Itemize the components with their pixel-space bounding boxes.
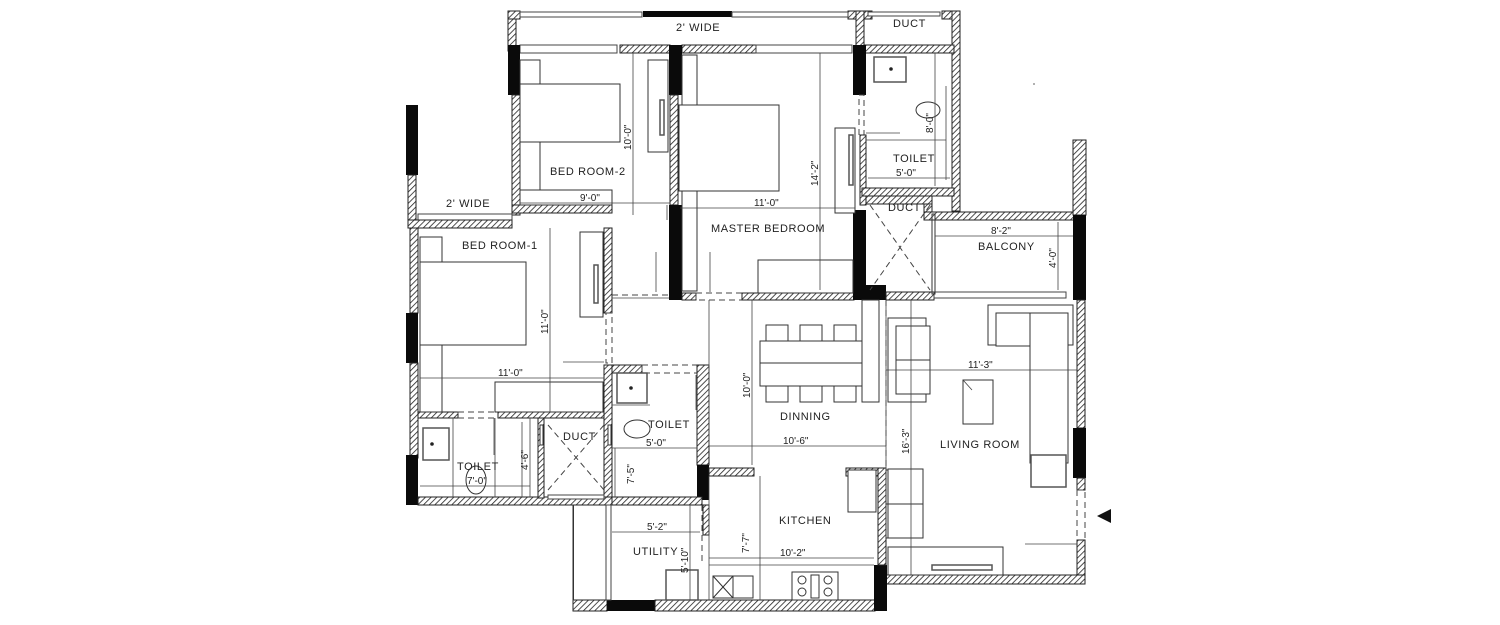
room-labels: 2' WIDE DUCT BED ROOM-2 TOILET DUCT 2' W… (446, 18, 1035, 558)
dim-bedroom1-length: 11'-0" (540, 309, 551, 334)
dimension-labels: 10'-0" 9'-0" 11'-0" 14'-2" 8'-0" 5'-0" 1… (467, 113, 1059, 573)
dim-balcony-length: 4'-0" (1048, 248, 1059, 268)
dim-toilet-master-width: 5'-0" (896, 168, 916, 179)
dim-bedroom1-width: 11'-0" (498, 368, 523, 379)
dim-toilet-common-length: 7'-5" (626, 464, 637, 484)
dim-bedroom2-length: 10'-0" (623, 124, 634, 150)
label-ledge-top: 2' WIDE (676, 22, 720, 34)
dim-toilet-common-width: 5'-0" (646, 438, 666, 449)
triangle-left-icon (1097, 509, 1111, 523)
dim-toilet-bed1-length: 4'-6" (520, 450, 531, 470)
label-duct-bottom: DUCT (563, 431, 596, 443)
dim-dining-length: 10'-0" (742, 372, 753, 398)
dim-toilet-bed1-width: 7'-0" (467, 476, 487, 487)
dim-living-width: 11'-3" (968, 360, 993, 371)
label-toilet-master: TOILET (893, 153, 935, 165)
dim-dining-width: 10'-6" (783, 436, 809, 447)
dim-balcony-width: 8'-2" (991, 226, 1011, 237)
label-dining: DINNING (780, 411, 831, 423)
stray-dot (1033, 83, 1035, 85)
label-living-room: LIVING ROOM (940, 439, 1020, 451)
label-utility: UTILITY (633, 546, 678, 558)
dim-toilet-master-length: 8'-0" (925, 113, 936, 133)
dim-living-length: 16'-3" (901, 428, 912, 454)
dim-bedroom2-width: 9'-0" (580, 193, 600, 204)
dim-kitchen-width: 10'-2" (780, 548, 806, 559)
label-duct-top: DUCT (893, 18, 926, 30)
dim-kitchen-length: 7'-7" (741, 533, 752, 553)
dimension-lines (420, 53, 1077, 600)
label-toilet-common: TOILET (648, 419, 690, 431)
dim-master-width: 11'-0" (754, 198, 779, 209)
label-ledge-left: 2' WIDE (446, 198, 490, 210)
label-toilet-bed1: TOILET (457, 461, 499, 473)
label-bedroom1: BED ROOM-1 (462, 240, 538, 252)
label-master-bedroom: MASTER BEDROOM (711, 223, 825, 235)
dim-utility-length: 5'-10" (680, 547, 691, 573)
dim-master-length: 14'-2" (810, 160, 821, 186)
dim-utility-width: 5'-2" (647, 522, 667, 533)
label-duct-middle: DUCT (888, 202, 921, 214)
label-kitchen: KITCHEN (779, 515, 831, 527)
furniture (419, 54, 1077, 601)
label-balcony: BALCONY (978, 241, 1035, 253)
label-bedroom2: BED ROOM-2 (550, 166, 626, 178)
